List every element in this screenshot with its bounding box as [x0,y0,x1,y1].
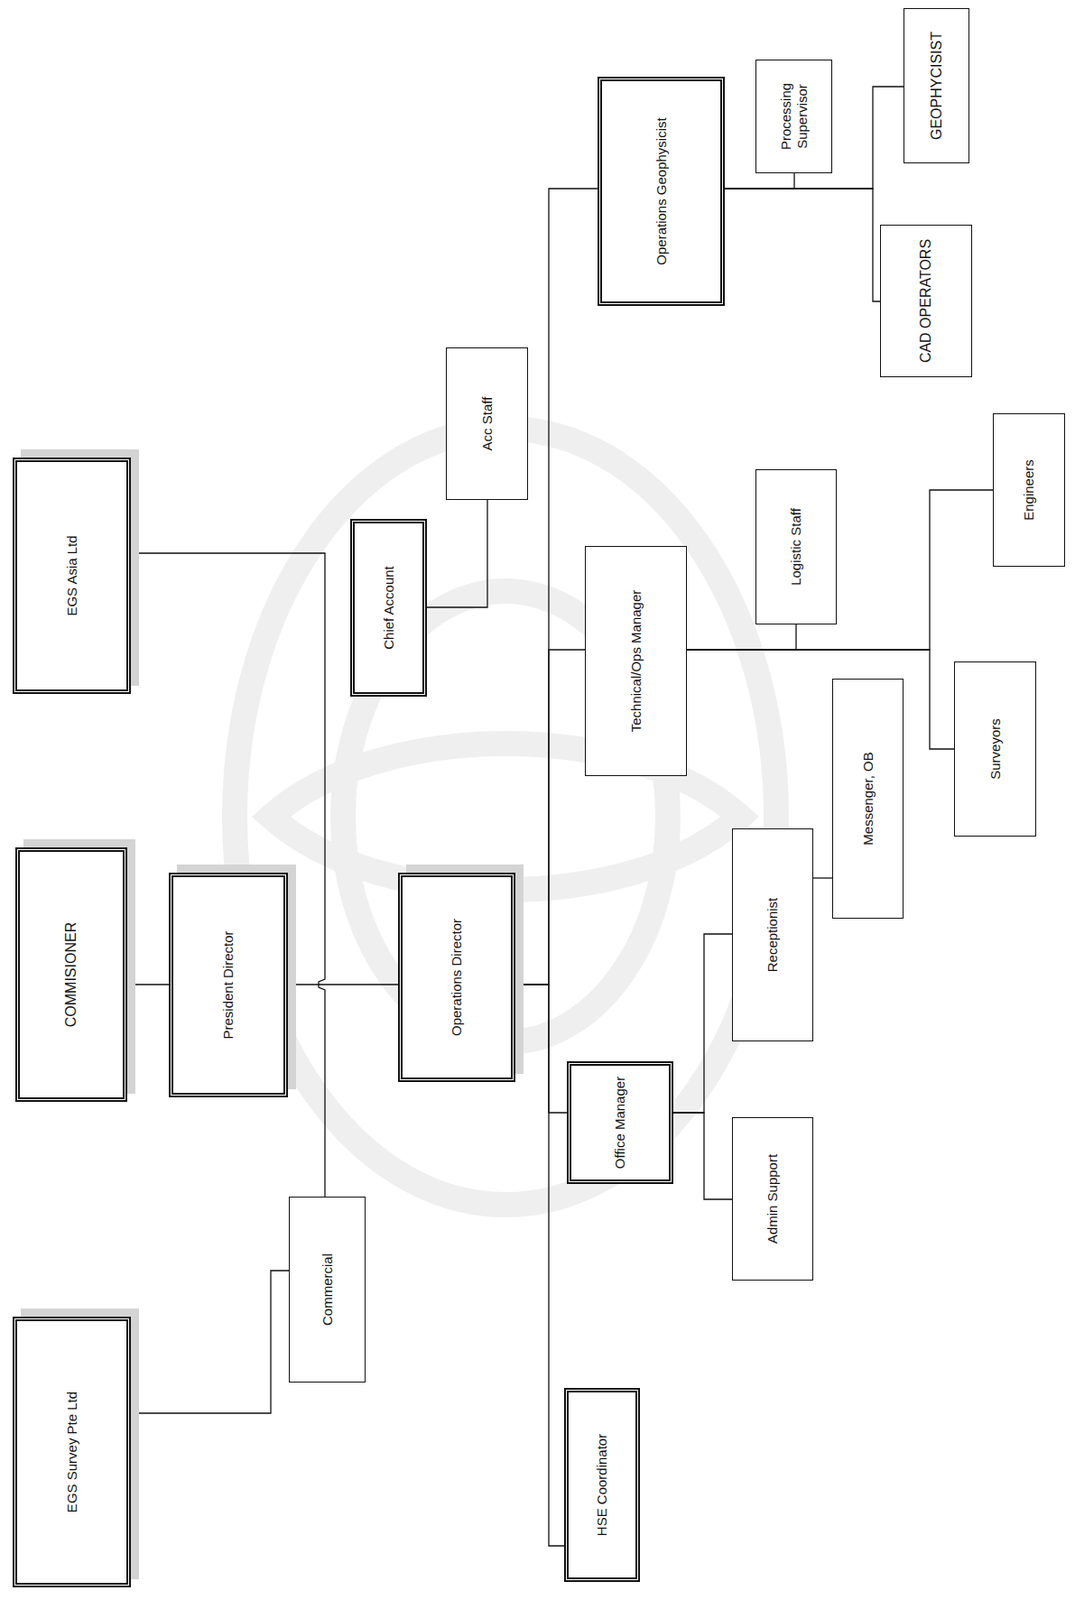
box-label: Logistic Staff [787,508,805,586]
watermark-logo [234,428,777,1205]
org-connector [673,934,733,1113]
org-connector [686,624,797,650]
org-box: Chief Account [350,518,427,697]
org-connector [127,983,169,985]
org-box: Admin Support [732,1117,814,1281]
org-connector [515,649,585,985]
org-box: COMMISIONER [15,847,128,1103]
org-box: Logistic Staff [755,469,837,625]
watermark-ring [234,428,777,1205]
box-label: Surveyors [987,718,1004,780]
org-connector [813,877,833,879]
org-box: Engineers [992,413,1066,567]
org-box: Commercial [288,1196,366,1383]
org-box: Technical/Ops Manager [584,546,687,777]
org-box: Receptionist [732,828,814,1042]
org-box: Office Manager [566,1061,674,1185]
org-connector [724,173,795,189]
org-box: Surveyors [954,661,1037,837]
box-label: EGS Asia Ltd [64,535,81,616]
org-connector [287,983,399,985]
org-connector [130,1270,289,1414]
box-label: Chief Account [380,565,398,650]
box-label: Operations Director [448,918,465,1037]
org-box: Operations Director [398,872,516,1083]
box-label: President Director [220,930,237,1039]
org-box: Messenger, OB [832,678,904,919]
org-connector [673,1112,733,1200]
box-label: Engineers [1020,459,1038,521]
box-label: Acc Staff [479,397,496,452]
org-box: EGS Survey Pte Ltd [12,1316,131,1588]
org-connector [686,490,993,650]
org-connector [515,984,565,1547]
org-box: Acc Staff [445,347,529,501]
org-box: President Director [168,872,288,1098]
org-connector [515,984,567,1113]
box-label: Technical/Ops Manager [628,590,645,733]
box-label: COMMISIONER [62,922,80,1028]
org-connector [724,188,881,302]
org-connector [686,649,955,750]
org-connector [130,553,325,1197]
box-label: EGS Survey Pte Ltd [64,1391,81,1513]
box-label: Messenger, OB [860,751,877,845]
box-label: Commercial [319,1253,336,1326]
box-label: Processing Supervisor [778,69,811,164]
org-box: GEOPHYCISIST [903,8,970,164]
org-box: Processing Supervisor [755,59,833,174]
box-label: CAD OPERATORS [917,239,935,363]
box-label: Admin Support [764,1154,781,1244]
box-label: Receptionist [764,898,781,974]
org-box: HSE Coordinator [564,1388,640,1583]
box-label: Operations Geophysicist [653,117,670,265]
org-connector [426,500,488,608]
box-label: Office Manager [611,1076,629,1169]
org-box: Operations Geophysicist [597,76,725,306]
box-label: GEOPHYCISIST [927,31,946,140]
org-box: CAD OPERATORS [880,224,973,378]
box-label: HSE Coordinator [593,1434,611,1537]
org-box: EGS Asia Ltd [12,457,131,695]
